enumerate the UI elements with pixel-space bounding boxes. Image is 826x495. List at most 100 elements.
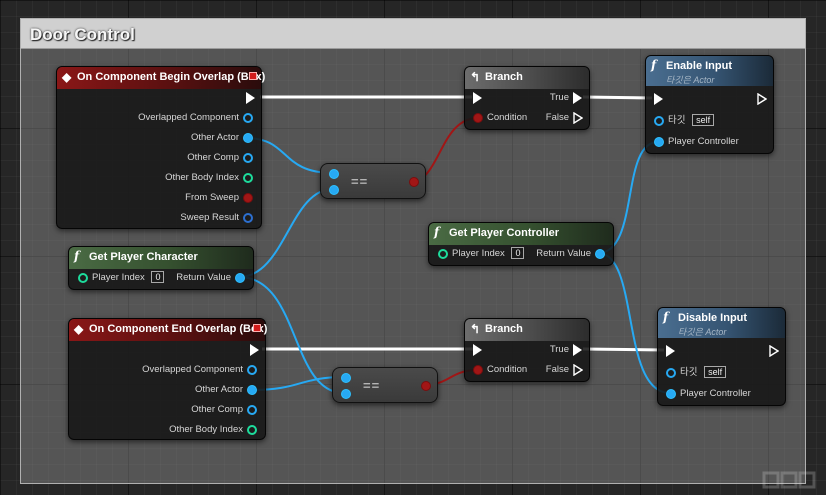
exec-in-pin[interactable] [473, 92, 482, 104]
exec-wire-branch-true-to-enable [582, 95, 653, 100]
exec-in-pin[interactable] [654, 93, 663, 105]
false-label: False [545, 112, 569, 123]
exec-in-pin[interactable] [666, 345, 675, 357]
player-index-input[interactable]: 0 [151, 271, 165, 284]
pin-b[interactable] [329, 185, 339, 195]
pin-b[interactable] [341, 389, 351, 399]
pin-player-index[interactable] [78, 273, 88, 283]
pin-result[interactable] [409, 177, 419, 187]
node-title: Get Player Character [89, 251, 198, 263]
equal-node-top[interactable]: == [320, 163, 426, 199]
event-header: ◆ On Component Begin Overlap (Box) [57, 67, 265, 89]
get-player-controller-node[interactable]: f Get Player Controller Player Index 0 R… [428, 222, 614, 266]
function-f-icon: f [434, 225, 440, 239]
pin-label: Other Comp [191, 404, 243, 415]
pin-condition[interactable] [473, 113, 483, 123]
pin-label: Player Controller [680, 388, 751, 399]
event-end-overlap-node[interactable]: ◆ On Component End Overlap (Box) Overlap… [68, 318, 268, 440]
equal-operator-label: == [351, 174, 369, 189]
pin-label: Player Controller [668, 136, 739, 147]
function-f-icon: f [663, 310, 669, 324]
function-header: f Disable Input 타깃은 Actor [658, 308, 785, 338]
event-diamond-icon: ◆ [62, 70, 72, 84]
pin-label: Overlapped Component [142, 364, 243, 375]
pin-return-value[interactable] [235, 273, 245, 283]
function-header: f Get Player Character [69, 247, 253, 269]
pin-other-comp[interactable] [247, 405, 257, 415]
pin-return-value[interactable] [595, 249, 605, 259]
pin-label: Sweep Result [180, 212, 239, 223]
delegate-pin[interactable] [253, 324, 261, 332]
pin-label: Overlapped Component [138, 112, 239, 123]
true-label: True [549, 92, 569, 103]
exec-false-pin[interactable] [573, 364, 583, 376]
function-header: f Get Player Controller [429, 223, 613, 245]
comment-title: Door Control [30, 25, 135, 44]
condition-label: Condition [487, 112, 528, 123]
object-wire-character-to-equal-bottom [238, 276, 345, 394]
target-self-field[interactable]: self [704, 366, 727, 379]
exec-true-pin[interactable] [573, 92, 582, 104]
event-diamond-icon: ◆ [74, 322, 84, 336]
pin-target[interactable] [654, 116, 664, 126]
pin-from-sweep[interactable] [243, 193, 253, 203]
branch-arrow-icon: ↰ [470, 322, 481, 336]
exec-true-pin[interactable] [573, 344, 582, 356]
branch-node-top[interactable]: ↰ Branch True Condition False [464, 66, 590, 130]
pin-player-controller[interactable] [666, 389, 676, 399]
pin-other-comp[interactable] [243, 153, 253, 163]
node-title: Branch [485, 323, 523, 335]
pin-label: Player Index [92, 272, 145, 283]
node-title: On Component Begin Overlap (Box) [77, 71, 266, 83]
delegate-pin[interactable] [249, 72, 257, 80]
pin-overlapped-component[interactable] [247, 365, 257, 375]
exec-out-pin[interactable] [246, 92, 255, 104]
exec-false-pin[interactable] [573, 112, 583, 124]
pin-label: Other Actor [190, 132, 239, 143]
pin-label: Player Index [452, 248, 505, 259]
target-self-field[interactable]: self [692, 114, 715, 127]
pin-label: Return Value [176, 272, 231, 283]
pin-player-controller[interactable] [654, 137, 664, 147]
function-f-icon: f [74, 249, 80, 263]
pin-overlapped-component[interactable] [243, 113, 253, 123]
pin-condition[interactable] [473, 365, 483, 375]
node-title: Enable Input [666, 60, 732, 72]
player-index-input[interactable]: 0 [511, 247, 525, 260]
node-title: Branch [485, 71, 523, 83]
exec-out-pin[interactable] [250, 344, 259, 356]
exec-in-pin[interactable] [473, 344, 482, 356]
condition-label: Condition [487, 364, 528, 375]
exec-out-pin[interactable] [757, 93, 767, 105]
disable-input-node[interactable]: f Disable Input 타깃은 Actor 타깃 self Player… [657, 307, 786, 406]
pin-a[interactable] [329, 169, 339, 179]
exec-wire-branch-true-to-disable [582, 347, 665, 352]
pin-other-body-index[interactable] [247, 425, 257, 435]
node-title: On Component End Overlap (Box) [89, 323, 268, 335]
exec-out-pin[interactable] [769, 345, 779, 357]
equal-node-bottom[interactable]: == [332, 367, 438, 403]
event-begin-overlap-node[interactable]: ◆ On Component Begin Overlap (Box) Overl… [56, 66, 265, 229]
pin-label: Other Comp [187, 152, 239, 163]
pin-sweep-result[interactable] [243, 213, 253, 223]
pin-result[interactable] [421, 381, 431, 391]
node-title: Disable Input [678, 312, 748, 324]
enable-input-node[interactable]: f Enable Input 타깃은 Actor 타깃 self Player … [645, 55, 774, 154]
node-title: Get Player Controller [449, 227, 560, 239]
node-subtitle: 타깃은 Actor [666, 75, 715, 85]
pin-other-body-index[interactable] [243, 173, 253, 183]
branch-header: ↰ Branch [465, 67, 589, 89]
comment-header[interactable]: Door Control [21, 19, 805, 49]
get-player-character-node[interactable]: f Get Player Character Player Index 0 Re… [68, 246, 254, 290]
pin-label: Other Actor [194, 384, 243, 395]
pin-other-actor[interactable] [243, 133, 253, 143]
pin-label: 타깃 [680, 367, 698, 378]
pin-player-index[interactable] [438, 249, 448, 259]
branch-node-bottom[interactable]: ↰ Branch True Condition False [464, 318, 590, 382]
pin-target[interactable] [666, 368, 676, 378]
false-label: False [545, 364, 569, 375]
branch-header: ↰ Branch [465, 319, 589, 341]
pin-label: 타깃 [668, 115, 686, 126]
pin-other-actor[interactable] [247, 385, 257, 395]
pin-a[interactable] [341, 373, 351, 383]
